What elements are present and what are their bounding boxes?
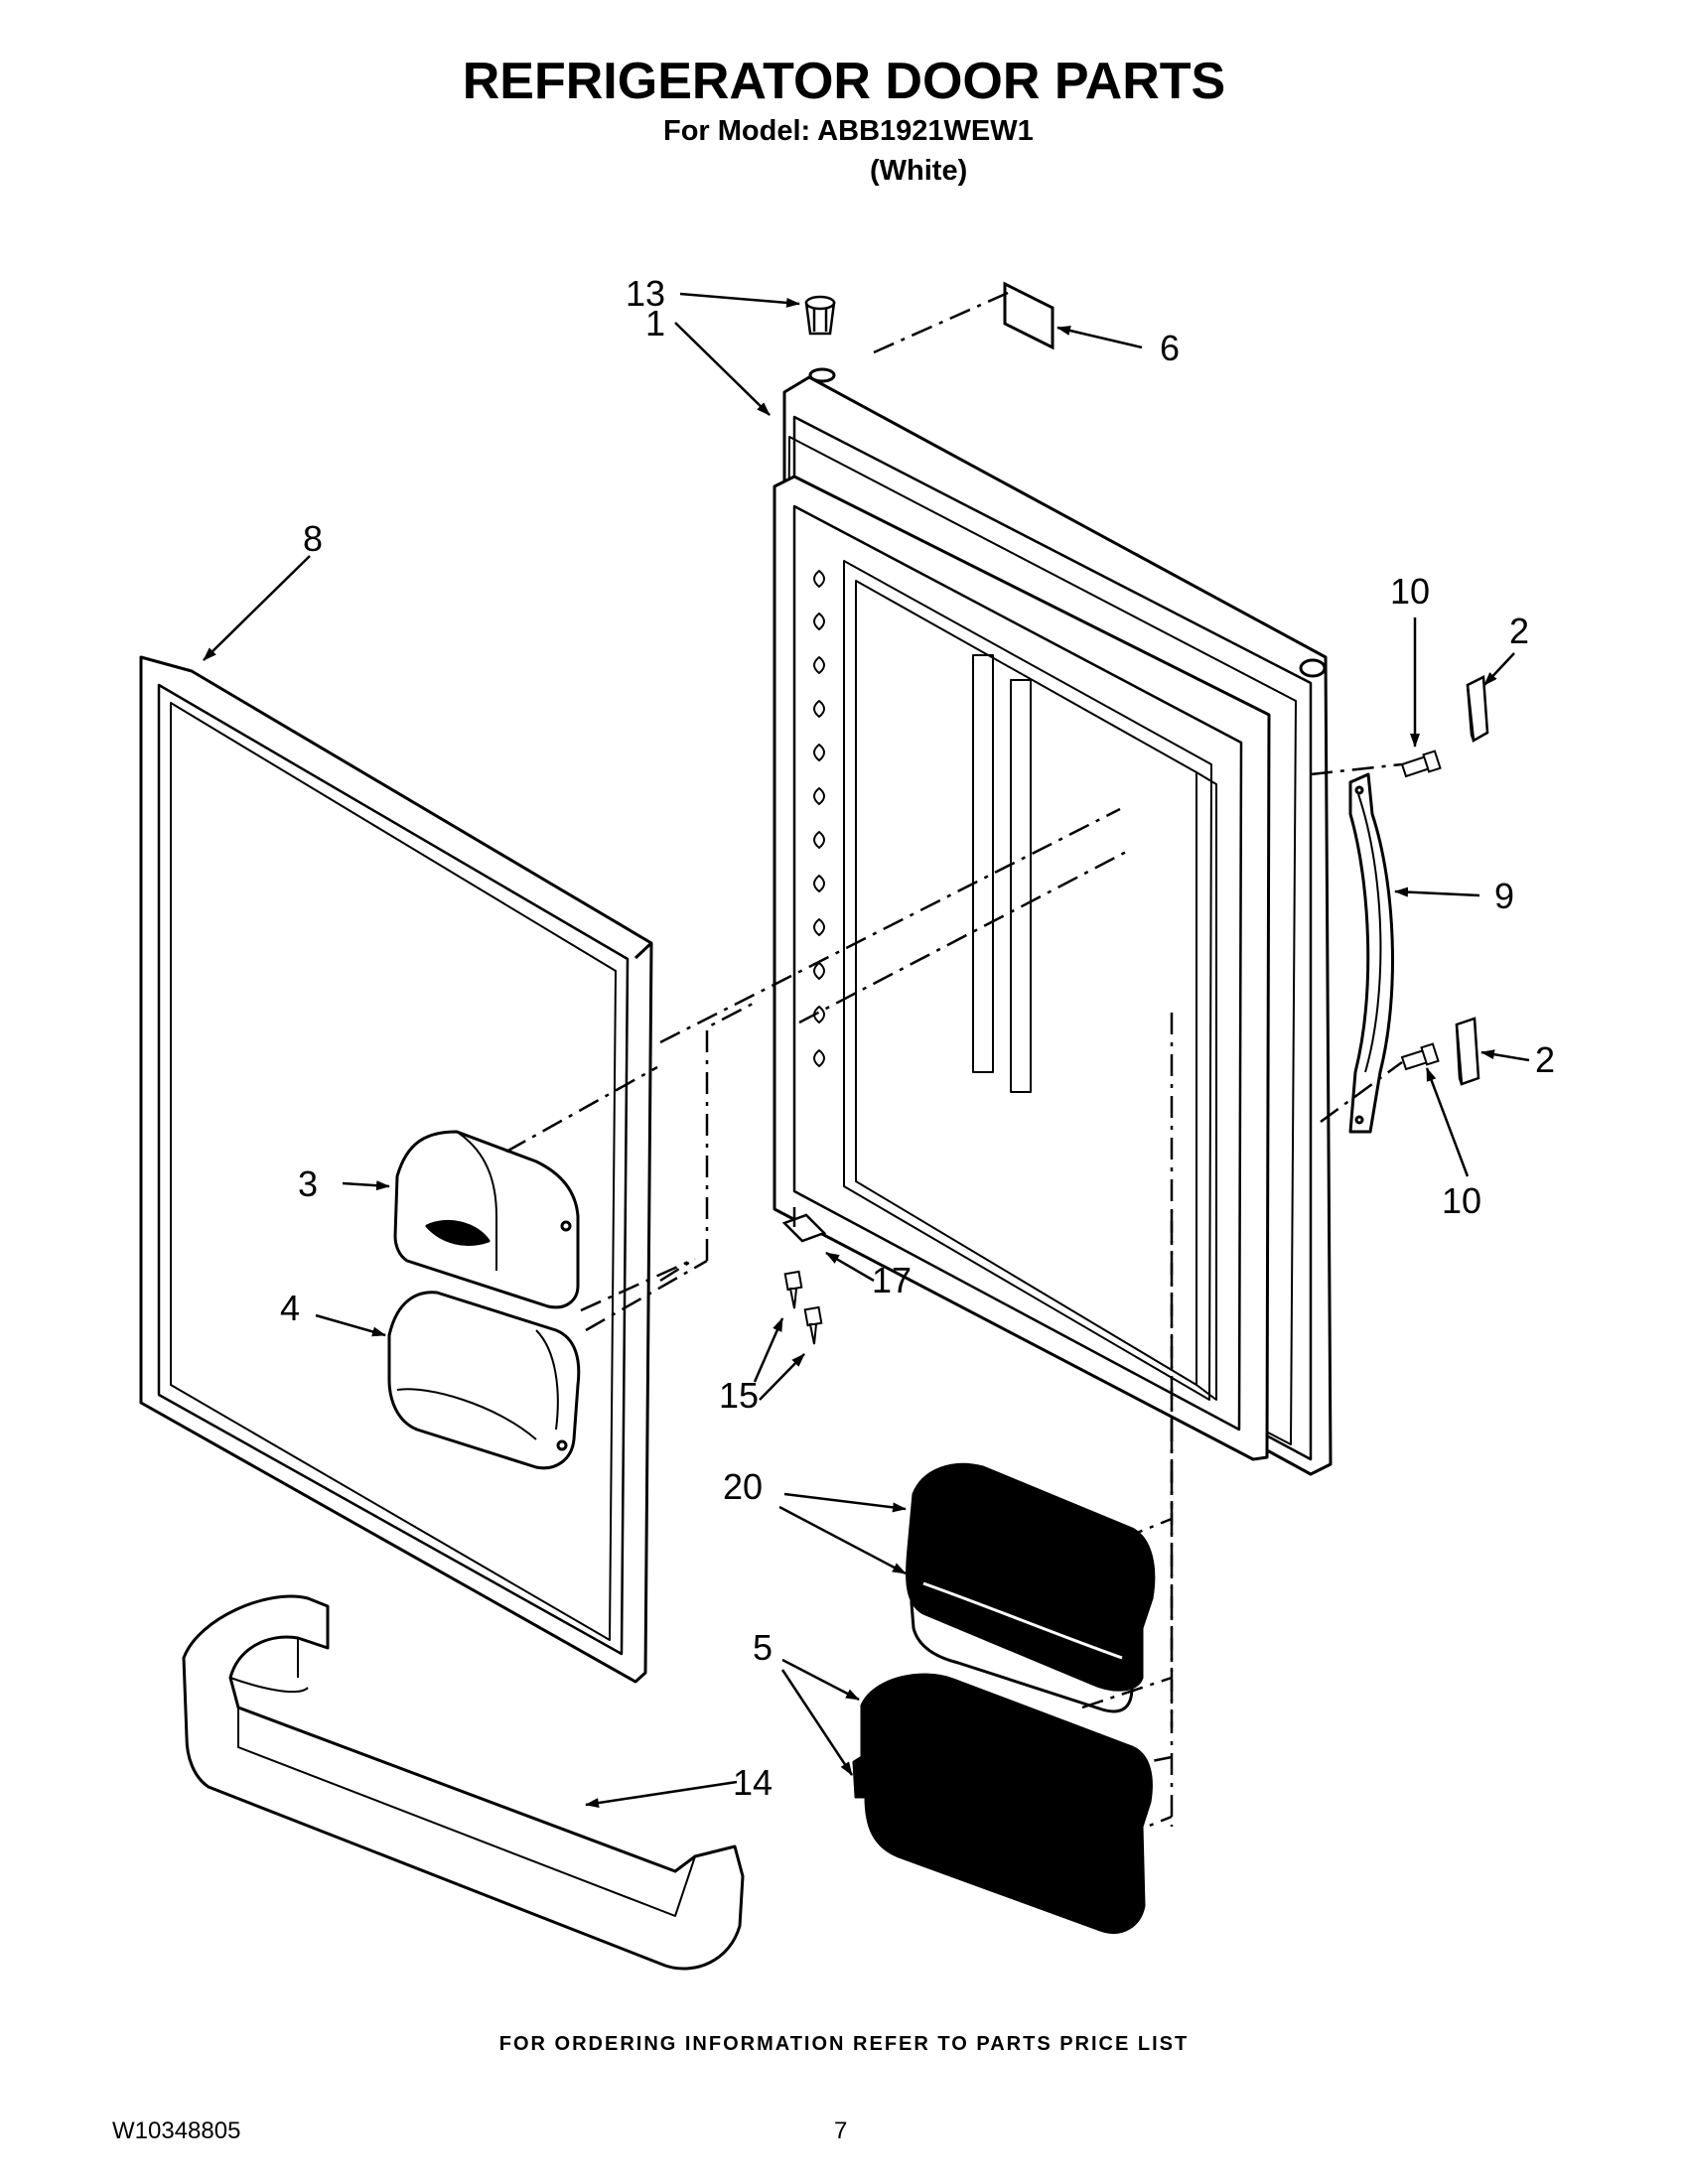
color-line: (White) bbox=[870, 155, 968, 187]
part-6-label bbox=[1003, 281, 1055, 350]
part-4-dairy-bin bbox=[387, 1291, 581, 1470]
callout-1: 1 bbox=[645, 303, 665, 343]
part-17-bracket bbox=[781, 1207, 827, 1243]
callout-20: 20 bbox=[723, 1466, 763, 1507]
callout-4: 4 bbox=[280, 1288, 300, 1328]
callout-13: 13 bbox=[626, 273, 665, 314]
callout-6: 6 bbox=[1160, 328, 1180, 368]
callout-5: 5 bbox=[753, 1627, 773, 1668]
document-number: W10348805 bbox=[112, 2117, 241, 2144]
part-20-door-bin bbox=[906, 1462, 1156, 1713]
callout-15: 15 bbox=[719, 1375, 759, 1416]
part-13-hinge-bushing bbox=[804, 295, 836, 336]
callout-2-top: 2 bbox=[1509, 611, 1529, 651]
callout-arrows bbox=[203, 292, 1530, 1808]
page-number: 7 bbox=[834, 2117, 848, 2144]
callout-10-bottom: 10 bbox=[1442, 1180, 1481, 1221]
callout-labels: 13 1 6 8 10 2 9 2 10 3 4 17 15 20 5 14 bbox=[280, 273, 1555, 1803]
ordering-note: FOR ORDERING INFORMATION REFER TO PARTS … bbox=[498, 2033, 1190, 2055]
alignment-lines bbox=[505, 291, 1403, 1839]
callout-17: 17 bbox=[872, 1260, 912, 1300]
callout-10-top: 10 bbox=[1390, 571, 1430, 612]
part-9-door-handle bbox=[1348, 772, 1394, 1134]
callout-8: 8 bbox=[303, 518, 323, 559]
part-2-end-cap-top bbox=[1466, 675, 1489, 744]
part-3-dairy-cover bbox=[393, 1130, 580, 1309]
part-10-screw-bottom bbox=[1400, 1042, 1440, 1071]
part-2-end-cap-bottom bbox=[1455, 1017, 1480, 1086]
page-title: REFRIGERATOR DOOR PARTS bbox=[462, 53, 1226, 110]
part-1-door-frame bbox=[773, 367, 1333, 1476]
callout-14: 14 bbox=[733, 1762, 773, 1803]
part-5-door-bin bbox=[852, 1673, 1153, 1934]
part-10-screw-top bbox=[1400, 750, 1442, 778]
shelf-studs bbox=[813, 570, 825, 1067]
callout-2-bottom: 2 bbox=[1535, 1039, 1555, 1080]
part-8-door-liner bbox=[139, 655, 653, 1684]
part-15-screws bbox=[783, 1270, 823, 1345]
part-14-door-bin bbox=[182, 1594, 745, 1971]
callout-9: 9 bbox=[1494, 876, 1514, 916]
callout-3: 3 bbox=[298, 1163, 318, 1204]
model-line: For Model: ABB1921WEW1 bbox=[663, 115, 1034, 147]
